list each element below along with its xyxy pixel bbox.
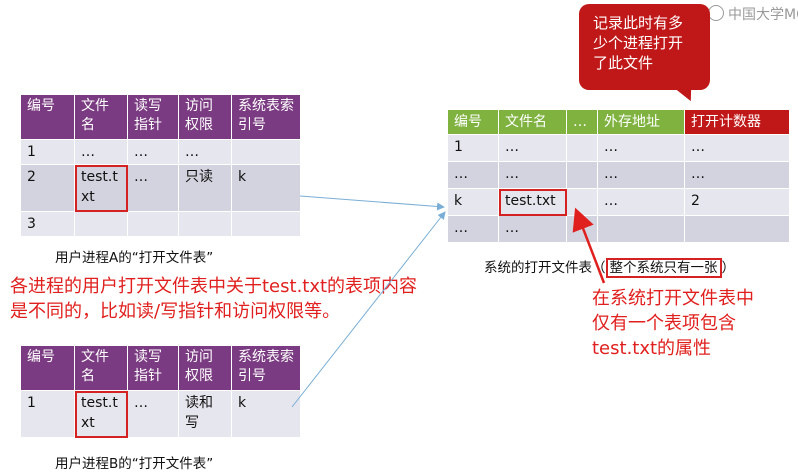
callout-line-1: 记录此时有多 xyxy=(593,14,684,32)
table-row: 1 test.txt … 读和写 k xyxy=(20,390,301,438)
system-open-file-table: 编号 文件名 … 外存地址 打开计数器 1 … … … … … … … k te… xyxy=(447,109,790,243)
table-cell: … xyxy=(447,161,499,189)
header-cell: 读写指针 xyxy=(127,94,179,140)
caption-suffix: ） xyxy=(721,260,736,276)
note-right-line-2: 仅有一个表项包含 xyxy=(592,313,736,334)
table-cell: 2 xyxy=(20,164,75,212)
header-cell: 外存地址 xyxy=(597,109,685,135)
table-row: … … … … xyxy=(447,161,790,189)
table-cell: … xyxy=(447,215,499,243)
table-cell: … xyxy=(684,134,790,162)
table-row: … … xyxy=(447,215,790,243)
process-a-open-file-table: 编号 文件名 读写指针 访问权限 系统表索引号 1 … … … 2 test.t… xyxy=(20,94,301,237)
process-b-open-file-table: 编号 文件名 读写指针 访问权限 系统表索引号 1 test.txt … 读和写… xyxy=(20,345,301,438)
note-left-line-2: 是不同的，比如读/写指针和访问权限等。 xyxy=(10,301,341,322)
header-cell: 编号 xyxy=(20,94,75,140)
arrow-note-to-entry xyxy=(572,207,606,284)
callout-line-2: 少个进程打开 xyxy=(593,34,684,52)
header-cell: 系统表索引号 xyxy=(231,345,301,391)
table-cell xyxy=(566,161,598,189)
table-header-row: 编号 文件名 读写指针 访问权限 系统表索引号 xyxy=(20,94,301,140)
arrow-a-to-system xyxy=(299,195,445,211)
table-cell: … xyxy=(684,161,790,189)
table-cell xyxy=(597,215,685,243)
table-header-row: 编号 文件名 读写指针 访问权限 系统表索引号 xyxy=(20,345,301,391)
counter-callout: 记录此时有多 少个进程打开 了此文件 xyxy=(579,4,710,90)
table-row: k test.txt … 2 xyxy=(447,188,790,216)
header-cell: 读写指针 xyxy=(127,345,179,391)
header-cell: 文件名 xyxy=(498,109,567,135)
table-cell: k xyxy=(447,188,499,216)
header-cell: 文件名 xyxy=(74,345,128,391)
caption-prefix: 系统的打开文件表（ xyxy=(484,260,606,276)
table-cell: 1 xyxy=(447,134,499,162)
header-cell: 编号 xyxy=(20,345,75,391)
callout-line-3: 了此文件 xyxy=(593,54,654,72)
table-row: 3 xyxy=(20,211,301,237)
highlighted-filename-cell: test.txt xyxy=(498,188,567,216)
header-cell: 编号 xyxy=(447,109,499,135)
table-header-row: 编号 文件名 … 外存地址 打开计数器 xyxy=(447,109,790,135)
process-a-caption: 用户进程A的“打开文件表” xyxy=(55,250,214,266)
table-cell xyxy=(178,211,232,237)
table-cell: … xyxy=(498,161,567,189)
table-cell: … xyxy=(178,139,232,165)
note-right-line-3: test.txt的属性 xyxy=(592,338,712,359)
table-cell: 读和写 xyxy=(178,390,232,438)
note-right: 在系统打开文件表中 仅有一个表项包含 test.txt的属性 xyxy=(592,286,754,361)
table-cell: … xyxy=(127,164,179,212)
table-cell xyxy=(231,211,301,237)
table-row: 1 … … … xyxy=(447,134,790,162)
table-cell: … xyxy=(127,139,179,165)
table-cell: 3 xyxy=(20,211,75,237)
system-table-caption: 系统的打开文件表（整个系统只有一张） xyxy=(484,256,736,278)
process-b-caption: 用户进程B的“打开文件表” xyxy=(55,456,214,472)
note-left: 各进程的用户打开文件表中关于test.txt的表项内容 是不同的，比如读/写指针… xyxy=(10,274,417,324)
table-cell: … xyxy=(597,188,685,216)
table-cell xyxy=(231,139,301,165)
table-cell: … xyxy=(498,215,567,243)
arrow-b-to-system xyxy=(291,211,446,408)
header-cell: 文件名 xyxy=(74,94,128,140)
table-cell: 只读 xyxy=(178,164,232,212)
header-cell: 系统表索引号 xyxy=(231,94,301,140)
table-cell xyxy=(684,215,790,243)
note-left-line-1: 各进程的用户打开文件表中关于test.txt的表项内容 xyxy=(10,276,418,297)
table-cell xyxy=(74,211,128,237)
highlighted-filename-cell: test.txt xyxy=(74,390,128,438)
table-cell: … xyxy=(127,390,179,438)
table-cell: … xyxy=(597,134,685,162)
table-cell xyxy=(127,211,179,237)
counter-header-cell: 打开计数器 xyxy=(684,109,790,135)
table-cell: k xyxy=(231,390,301,438)
caption-highlight: 整个系统只有一张 xyxy=(605,258,722,278)
table-cell: k xyxy=(231,164,301,212)
table-cell: 1 xyxy=(20,139,75,165)
note-right-line-1: 在系统打开文件表中 xyxy=(592,288,754,309)
table-cell: 2 xyxy=(684,188,790,216)
table-cell: … xyxy=(597,161,685,189)
highlighted-filename-cell: test.txt xyxy=(74,164,128,212)
table-row: 2 test.txt … 只读 k xyxy=(20,164,301,212)
watermark-text: 中国大学MOOC xyxy=(728,7,798,23)
table-row: 1 … … … xyxy=(20,139,301,165)
table-cell: … xyxy=(74,139,128,165)
